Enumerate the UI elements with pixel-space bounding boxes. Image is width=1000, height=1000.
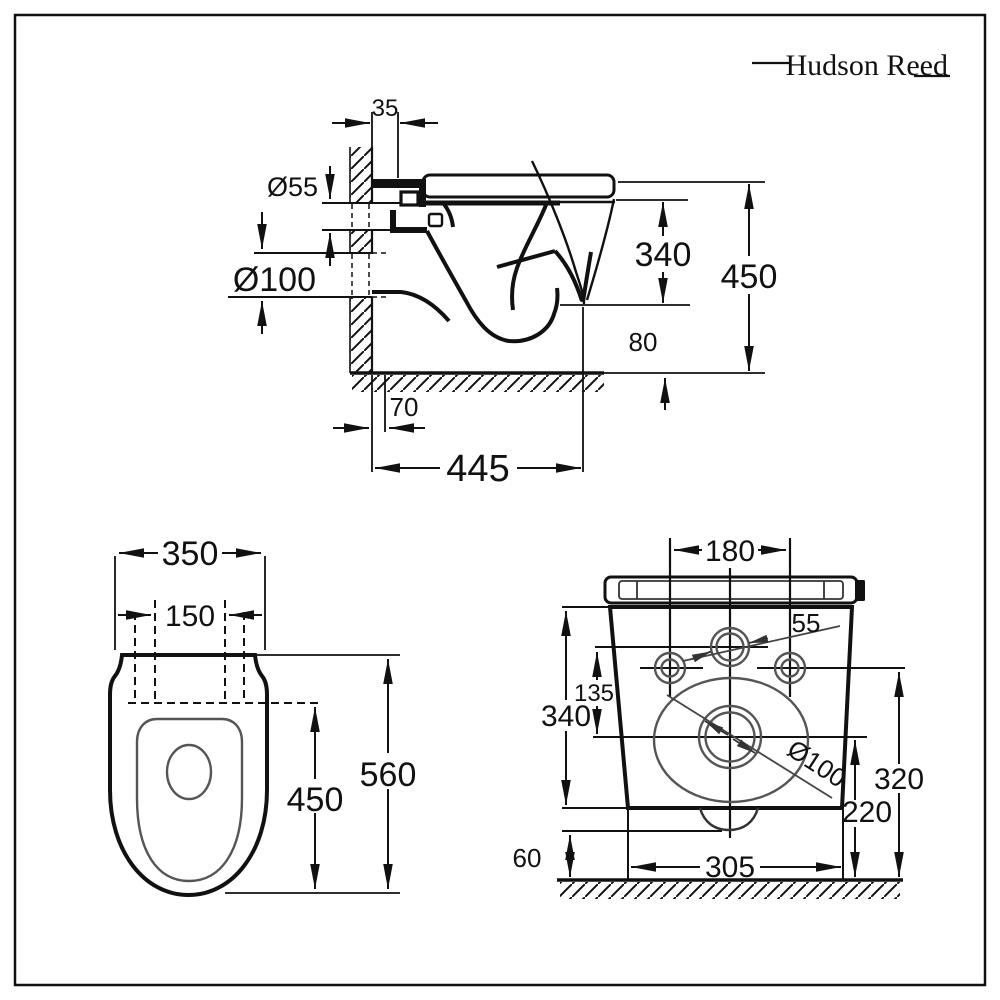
dim-inlet-diameter: Ø55 <box>267 172 318 202</box>
dim35-extensions <box>371 112 399 178</box>
dim-outlet-diameter: Ø100 <box>233 261 316 299</box>
dim-ground-clearance: 60 <box>513 843 542 873</box>
outlet-pipe-outer <box>697 704 763 770</box>
fixing-hole-left-outer <box>653 651 687 685</box>
front-view: 55 Ø100 180 135 340 320 220 305 60 <box>513 535 924 899</box>
pipe-lines <box>228 202 402 298</box>
plan-extension-lines <box>114 556 400 894</box>
brand-logo: Hudson Reed <box>752 49 950 82</box>
fixing-plate-hidden-lines <box>128 600 318 704</box>
dim-fixing-height: 320 <box>874 763 924 796</box>
pan-plan-outline <box>108 653 269 898</box>
inlet-socket <box>399 190 420 207</box>
outlet-bulge <box>698 807 760 832</box>
wall-bracket <box>372 179 427 233</box>
floor-hatch <box>352 375 604 392</box>
dim-fixing-centres: 180 <box>705 535 755 568</box>
dim-wall-projection: 70 <box>390 392 419 422</box>
outlet-leader-arrow-up <box>704 720 729 736</box>
outlet-pipe-inner <box>704 711 756 763</box>
bowl-opening <box>165 743 213 801</box>
dim-overall-depth: 560 <box>360 756 417 794</box>
dim-projection-depth: 445 <box>446 448 509 490</box>
inlet-leader-arrow-left <box>691 650 712 663</box>
outlet-leader-arrow-down <box>732 738 756 754</box>
seat-side-button <box>855 580 865 601</box>
seat-hinge-dividers <box>636 581 825 599</box>
side-view: 35 Ø55 Ø100 340 450 80 70 445 <box>228 95 777 490</box>
front-tip-left <box>553 249 584 302</box>
weir-line <box>496 249 556 269</box>
fixing-hole-left-inner <box>660 658 680 678</box>
hinge-arm <box>441 201 455 228</box>
bowl-inner-front <box>510 204 548 311</box>
dim-wall-to-bracket: 35 <box>372 95 399 122</box>
sheet-border <box>13 13 987 987</box>
dim-base-width: 305 <box>705 851 755 884</box>
top-view: 350 150 450 560 <box>108 535 417 898</box>
outlet-recess <box>652 676 810 804</box>
dim-overall-width: 350 <box>162 535 219 573</box>
dim-underside-clearance: 80 <box>629 327 658 357</box>
dim-pan-height: 340 <box>635 236 692 274</box>
brand-name: Hudson Reed <box>786 49 948 82</box>
front-floor-hatch <box>560 882 900 899</box>
dim-outlet-centre-height: 220 <box>842 796 892 829</box>
dim-fixing-width: 150 <box>165 600 215 633</box>
pipe-wall-dashes <box>351 204 370 297</box>
dim305-extensions <box>627 810 844 879</box>
hinge-fixing <box>427 212 444 228</box>
seat-plan-outline <box>135 717 244 883</box>
fixing-centre-lines <box>668 538 792 838</box>
dim-pan-depth: 450 <box>287 781 344 819</box>
pan-underside <box>372 290 451 323</box>
seat-lid-profile <box>421 173 616 199</box>
front-exterior-curve <box>585 198 616 301</box>
dim-inlet-diameter-front: 55 <box>792 608 821 638</box>
dim340-extensions <box>560 199 690 306</box>
fixing-hole-right-outer <box>773 651 807 685</box>
lower-extension-lines <box>371 307 584 472</box>
outlet-hidden-lines <box>372 252 390 298</box>
front-tip-right <box>581 251 593 303</box>
trap-curve <box>425 230 560 344</box>
fixing-hole-right-inner <box>780 658 800 678</box>
dim-inlet-to-outlet: 135 <box>574 680 614 707</box>
inlet-leader-arrow-right <box>748 634 769 644</box>
dim-overall-height: 450 <box>721 258 778 296</box>
dim-pan-height-front: 340 <box>541 700 591 733</box>
